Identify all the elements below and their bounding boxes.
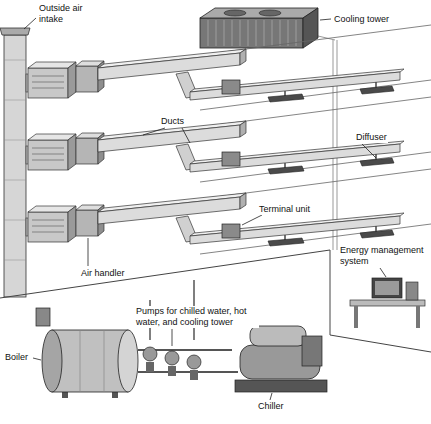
part-label: Terminal unit <box>258 204 311 215</box>
floor-3 <box>26 169 431 254</box>
boiler-end <box>42 330 62 392</box>
pump-motor <box>146 362 154 372</box>
boiler-body <box>52 330 128 392</box>
condenser-pipe <box>333 40 334 250</box>
part-label: Energy management system <box>339 245 429 267</box>
part-label: Pumps for chilled water, hot water, and … <box>135 306 259 328</box>
pump-motor <box>190 370 198 380</box>
part-label: Chiller <box>257 401 285 412</box>
chiller-base <box>235 380 327 392</box>
part-label: Cooling tower <box>333 14 390 25</box>
computer-tower <box>406 282 418 300</box>
pump-motor <box>168 366 176 376</box>
part-label: Boiler <box>4 352 29 363</box>
chiller-control <box>302 336 322 366</box>
basement-edge <box>0 250 330 298</box>
desk-leg <box>354 306 358 328</box>
desk-leg <box>416 306 420 328</box>
pump <box>165 351 179 365</box>
boiler-end <box>118 330 138 392</box>
floor-1 <box>26 25 431 110</box>
control-panel <box>36 308 50 326</box>
duct-segments <box>4 60 26 260</box>
tower-fan <box>224 10 246 16</box>
leader-lines <box>24 18 386 400</box>
floor-2 <box>26 97 431 182</box>
monitor <box>372 278 402 298</box>
pump <box>143 347 157 361</box>
cooling-tower-top <box>200 8 318 18</box>
basement-edge <box>330 335 431 352</box>
cooling-tower-side <box>303 8 318 48</box>
air-intake-hood <box>0 28 30 35</box>
condenser-pipe <box>337 40 338 250</box>
part-label: Outside air intake <box>38 3 100 25</box>
part-label: Diffuser <box>355 132 388 143</box>
pump <box>187 355 201 369</box>
tower-fan <box>259 10 281 16</box>
part-label: Ducts <box>160 116 185 127</box>
boiler-band <box>104 330 105 392</box>
tower-fins <box>208 20 296 46</box>
basement-wall <box>330 250 331 335</box>
boiler-band <box>80 330 81 392</box>
part-label: Air handler <box>80 268 126 279</box>
monitor-screen <box>375 281 399 295</box>
chiller-compressor <box>250 326 306 346</box>
desk <box>350 300 425 306</box>
vertical-duct <box>4 35 26 297</box>
